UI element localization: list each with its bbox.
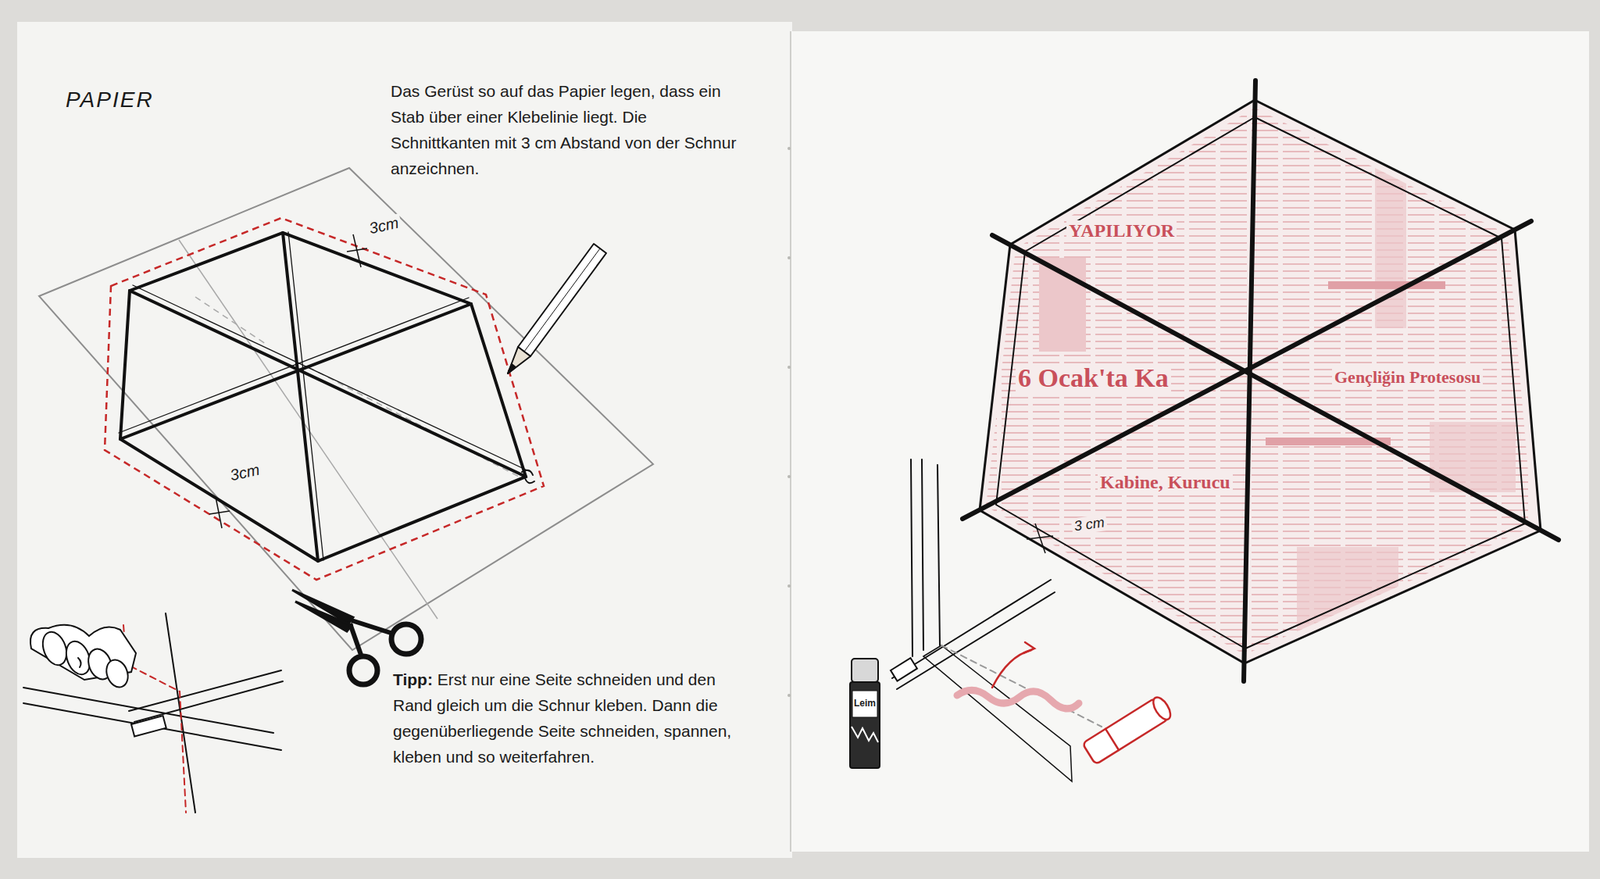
glue-stick [850, 682, 880, 768]
scissors [391, 624, 422, 654]
dimension-label: 3cm [365, 213, 404, 239]
glue-detail [890, 657, 918, 681]
dimension-ticks [346, 248, 368, 252]
newspaper-sail [1375, 125, 1407, 329]
glue-detail [937, 464, 940, 646]
pages [17, 21, 1590, 858]
glue-detail [992, 650, 1032, 688]
scissors [292, 589, 422, 685]
newspaper-sail [1296, 546, 1399, 633]
glue-stick [852, 690, 878, 718]
tip-text: Erst nur eine Seite schneiden und den Ra… [392, 670, 732, 766]
dimension-ticks [1026, 535, 1054, 540]
glue-detail [921, 459, 924, 650]
pages [787, 365, 791, 369]
pencil [524, 248, 600, 352]
glue-detail [1150, 694, 1175, 723]
pages [787, 584, 791, 588]
kite-frame [282, 232, 318, 561]
newspaper-headline: 6 Ocak'ta Ka [1015, 363, 1172, 393]
pages [787, 475, 791, 479]
pages [787, 256, 791, 260]
tip-heading: Tipp: [392, 670, 433, 689]
kite-sticks [992, 235, 1559, 540]
dimension-ticks [1026, 523, 1054, 554]
pages [787, 146, 791, 150]
pencil [517, 243, 607, 357]
hand-detail [131, 715, 167, 736]
instruction-text: Das Gerüst so auf das Papier legen, dass… [390, 78, 750, 182]
glue-detail [1023, 642, 1035, 654]
glue-detail [910, 459, 913, 657]
dimension-ticks [209, 234, 368, 529]
scissors [349, 656, 378, 685]
dimension-ticks [209, 510, 230, 515]
newspaper-sail [976, 93, 1547, 672]
glue-detail [1105, 728, 1119, 750]
kite-frame [118, 297, 469, 433]
paper-sheet [39, 167, 654, 650]
tip-block: Tipp: Erst nur eine Seite schneiden und … [392, 666, 753, 770]
cut-line [104, 217, 544, 580]
newspaper-headline: YAPILIYOR [1066, 220, 1177, 242]
paper-sheet [178, 239, 438, 619]
kite-frame [120, 232, 526, 561]
pages [17, 21, 793, 858]
glue-stick [851, 658, 879, 683]
paper-sheet [308, 367, 522, 479]
newspaper-sail [976, 93, 1547, 672]
newspaper-sail [1328, 281, 1446, 290]
newspaper-headline: Gençliğin Protesosu [1332, 367, 1483, 388]
glue-detail [896, 592, 1055, 690]
pencil [507, 243, 607, 374]
kite-sticks [962, 80, 1559, 682]
hand-detail [38, 628, 71, 669]
kite-frame [288, 232, 324, 561]
glue-detail [941, 645, 1102, 727]
page-title: PAPIER [65, 87, 154, 113]
glue-detail [923, 645, 1072, 782]
glued-border [996, 117, 1525, 649]
glue-stick [851, 726, 879, 743]
scissors [350, 623, 361, 655]
pencil [507, 364, 516, 374]
kite-frame [132, 285, 529, 472]
kite-frame [521, 470, 535, 484]
hand-detail [78, 657, 82, 668]
glue-detail [957, 689, 1079, 709]
kite-sticks [1243, 80, 1256, 682]
kite-frame [129, 290, 526, 477]
pencil [507, 346, 531, 374]
scissors [295, 601, 352, 632]
scissors [351, 620, 391, 633]
kite-frame [118, 232, 535, 561]
newspaper-sail [976, 93, 1547, 672]
pages [790, 31, 1590, 852]
hand-detail [23, 613, 283, 813]
paper-sheet [39, 167, 654, 650]
pages [789, 31, 792, 852]
pages [787, 146, 791, 697]
newspaper-headline: Kabine, Kurucu [1097, 471, 1233, 493]
pages [787, 693, 791, 697]
newspaper-sail [1429, 421, 1516, 493]
glue-detail [890, 459, 1174, 782]
hand-detail [103, 657, 133, 691]
glue-label: Leim [852, 697, 878, 709]
glue-stick [850, 658, 880, 768]
hand-detail [134, 681, 283, 722]
hand-detail [23, 703, 282, 750]
dimension-label: 3cm [226, 460, 265, 486]
glue-detail [1082, 694, 1174, 765]
newspaper-sail [1039, 562, 1086, 625]
glue-detail [892, 579, 1051, 679]
kite-sticks [962, 221, 1532, 519]
dimension-label: 3 cm [1071, 514, 1109, 536]
